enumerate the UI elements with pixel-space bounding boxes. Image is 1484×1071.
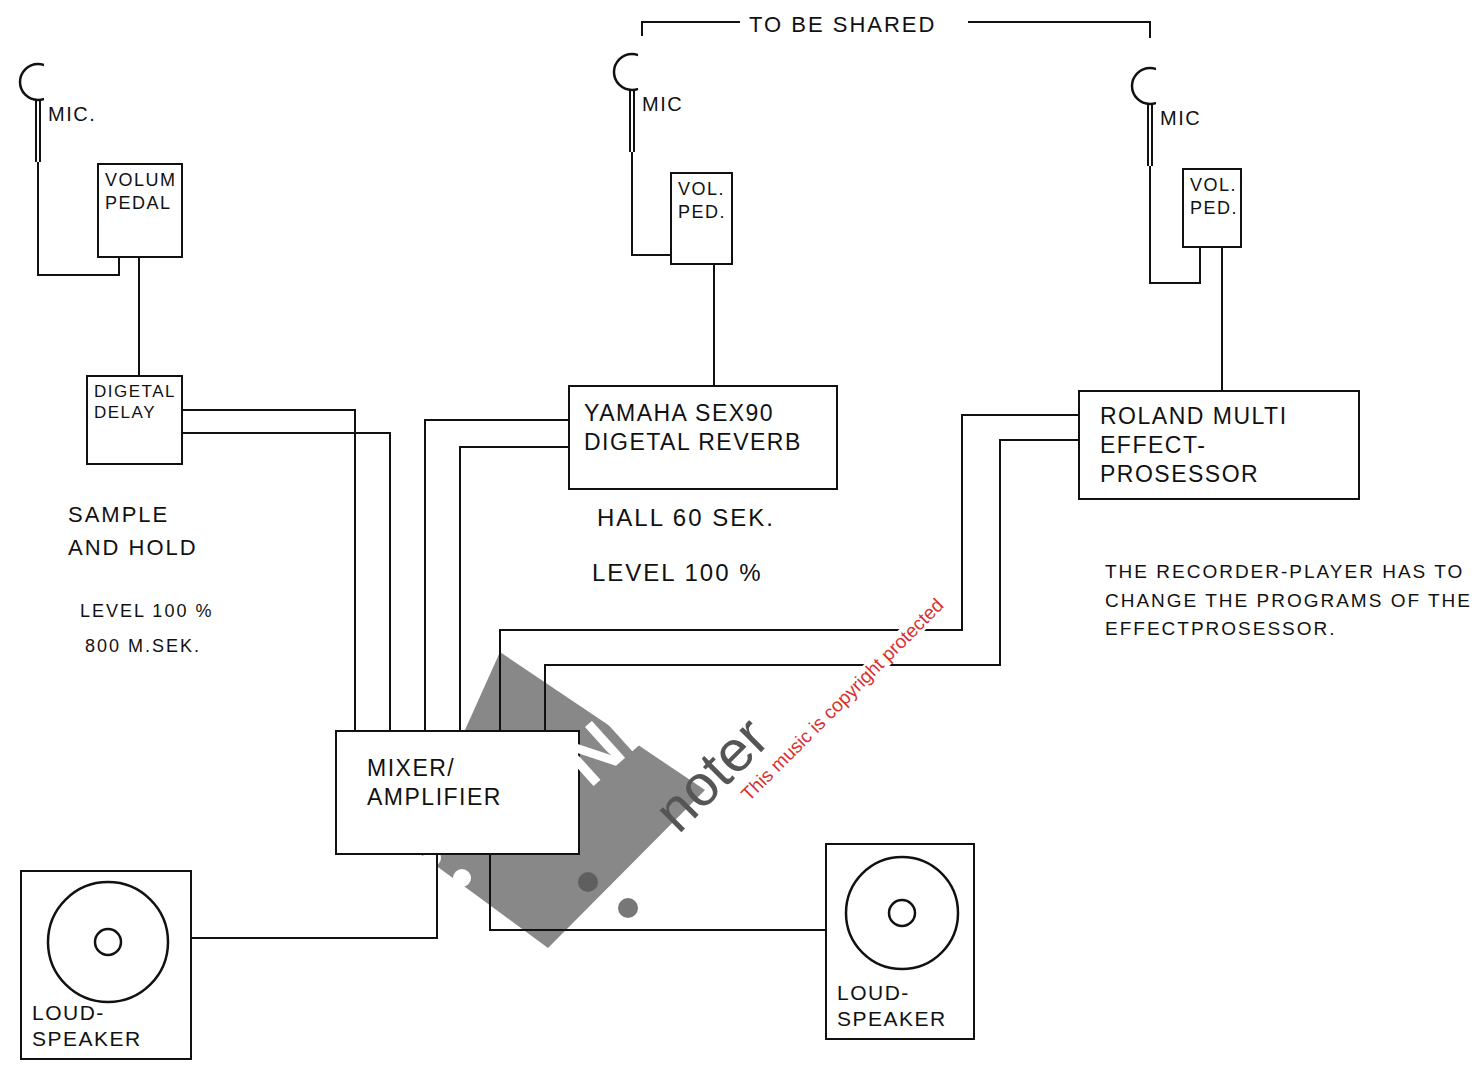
device-label: VOL. PED. (678, 178, 725, 223)
mic-stand (1148, 104, 1152, 166)
watermark-dot (453, 869, 471, 887)
device-label: DIGETAL DELAY (94, 381, 175, 424)
loudspeaker-box: LOUD- SPEAKER (20, 870, 192, 1060)
cone-outer (846, 857, 958, 969)
signal-cable (192, 855, 437, 938)
microphone: MIC. (14, 62, 110, 162)
mic-label: MIC (1160, 106, 1201, 131)
microphone: MIC (1126, 66, 1222, 166)
device-label: LOUD- SPEAKER (837, 980, 965, 1033)
signal-cable (183, 433, 390, 730)
signal-cable (632, 152, 670, 255)
cone-outer (48, 882, 168, 1002)
device-label: YAMAHA SEX90 DIGETAL REVERB (584, 399, 822, 457)
signal-cable (460, 447, 568, 730)
signal-cable (490, 855, 825, 930)
mic-head (20, 64, 44, 100)
mic-stand (630, 90, 634, 152)
device-box: MIXER/ AMPLIFIER (335, 730, 580, 855)
loudspeaker-box: LOUD- SPEAKER (825, 843, 975, 1040)
microphone: MIC (608, 52, 704, 152)
cone-center (95, 929, 121, 955)
note-label: LEVEL 100 % (592, 555, 763, 591)
signal-cable (425, 420, 568, 730)
device-box: VOL. PED. (670, 172, 733, 265)
device-box: VOLUM PEDAL (97, 163, 183, 258)
device-box: DIGETAL DELAY (86, 375, 183, 465)
watermark-dot (618, 898, 638, 918)
microphone-symbol (14, 62, 44, 162)
microphone-symbol (1126, 66, 1156, 166)
signal-cable (1221, 248, 1223, 390)
mic-head (614, 54, 638, 90)
device-box: YAMAHA SEX90 DIGETAL REVERB (568, 385, 838, 490)
note-label: HALL 60 SEK. (597, 500, 775, 536)
device-label: VOLUM PEDAL (105, 169, 175, 214)
watermark-dot (578, 872, 598, 892)
device-box: VOL. PED. (1182, 168, 1242, 248)
microphone-symbol (608, 52, 638, 152)
note-label: THE RECORDER-PLAYER HAS TO CHANGE THE PR… (1105, 558, 1475, 644)
bracket-line (962, 22, 1150, 38)
bracket-line (642, 22, 740, 36)
mic-head (1132, 68, 1156, 104)
signal-cable (138, 258, 140, 375)
mic-label: MIC. (48, 102, 96, 127)
device-label: MIXER/ AMPLIFIER (367, 754, 548, 812)
watermark-text: This music is copyright protected (735, 592, 950, 807)
signal-cable (713, 265, 715, 385)
signal-cable (183, 410, 355, 730)
cone-center (889, 900, 915, 926)
mic-label: MIC (642, 92, 683, 117)
device-box: ROLAND MULTI EFFECT- PROSESSOR (1078, 390, 1360, 500)
note-label: LEVEL 100 % (80, 598, 213, 625)
mic-stand (36, 100, 40, 162)
note-label: SAMPLE AND HOLD (68, 498, 208, 564)
device-label: ROLAND MULTI EFFECT- PROSESSOR (1100, 402, 1288, 488)
device-label: VOL. PED. (1190, 174, 1234, 219)
device-label: LOUD- SPEAKER (32, 1000, 182, 1053)
note-label: 800 M.SEK. (85, 633, 201, 660)
bracket-label: TO BE SHARED (745, 8, 968, 41)
